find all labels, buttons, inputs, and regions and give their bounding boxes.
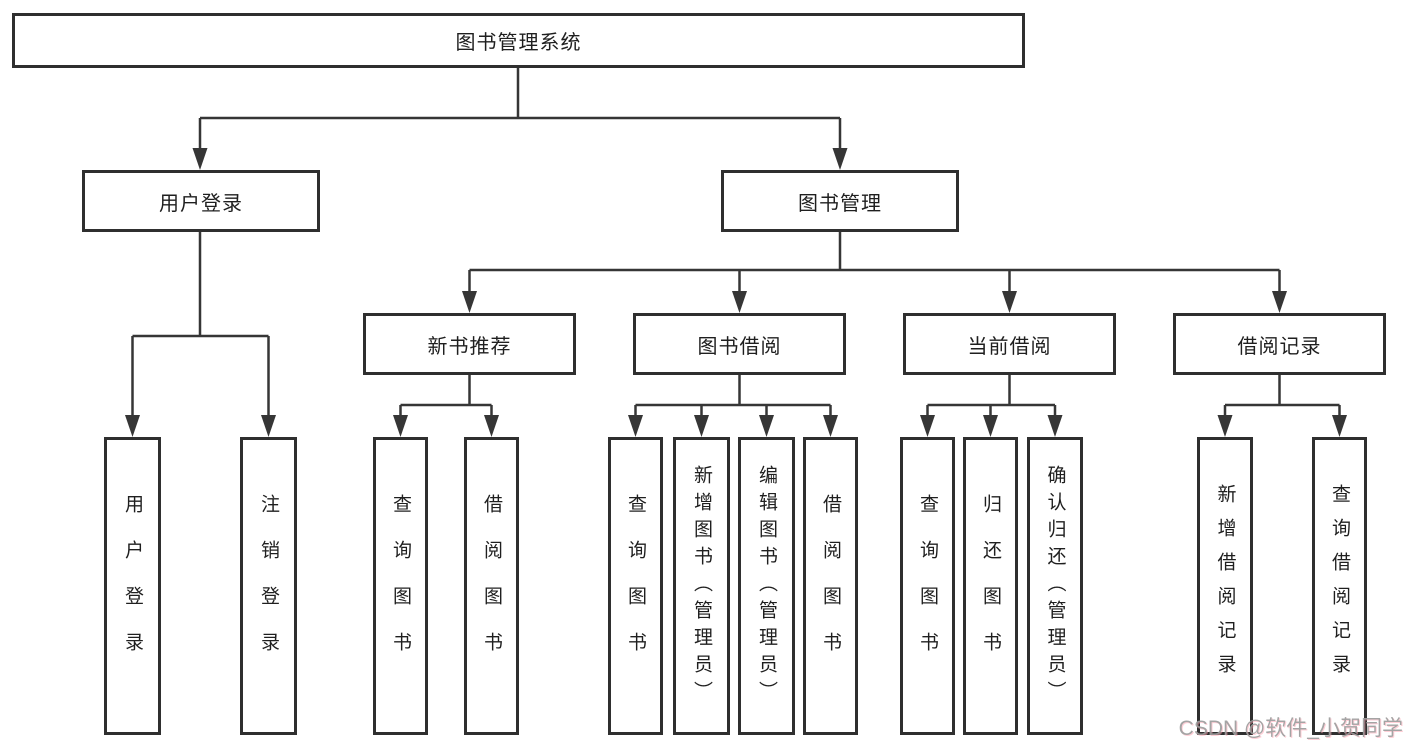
node-confirm-return-admin: 确认归还（管理员） xyxy=(1027,437,1083,735)
node-add-book-admin: 新增图书（管理员） xyxy=(673,437,730,735)
node-borrowing-records: 借阅记录 xyxy=(1173,313,1386,375)
node-book-management: 图书管理 xyxy=(721,170,959,232)
node-query-books-current: 查询图书 xyxy=(900,437,955,735)
node-new-book-recommend: 新书推荐 xyxy=(363,313,576,375)
node-borrow-books-recommend: 借阅图书 xyxy=(464,437,519,735)
node-query-books-borrowing: 查询图书 xyxy=(608,437,663,735)
node-return-book: 归还图书 xyxy=(963,437,1018,735)
node-user-login: 用户登录 xyxy=(104,437,161,735)
node-book-borrowing: 图书借阅 xyxy=(633,313,846,375)
node-current-borrowing: 当前借阅 xyxy=(903,313,1116,375)
node-logout: 注销登录 xyxy=(240,437,297,735)
node-add-borrow-record: 新增借阅记录 xyxy=(1197,437,1253,735)
node-query-books-recommend: 查询图书 xyxy=(373,437,428,735)
node-borrow-books: 借阅图书 xyxy=(803,437,858,735)
node-user-login-group: 用户登录 xyxy=(82,170,320,232)
node-query-borrow-record: 查询借阅记录 xyxy=(1312,437,1367,735)
node-edit-book-admin: 编辑图书（管理员） xyxy=(738,437,795,735)
arrowheads xyxy=(125,148,1347,437)
csdn-watermark: CSDN @软件_小贺同学 xyxy=(1178,717,1403,740)
node-library-management-system: 图书管理系统 xyxy=(12,13,1025,68)
